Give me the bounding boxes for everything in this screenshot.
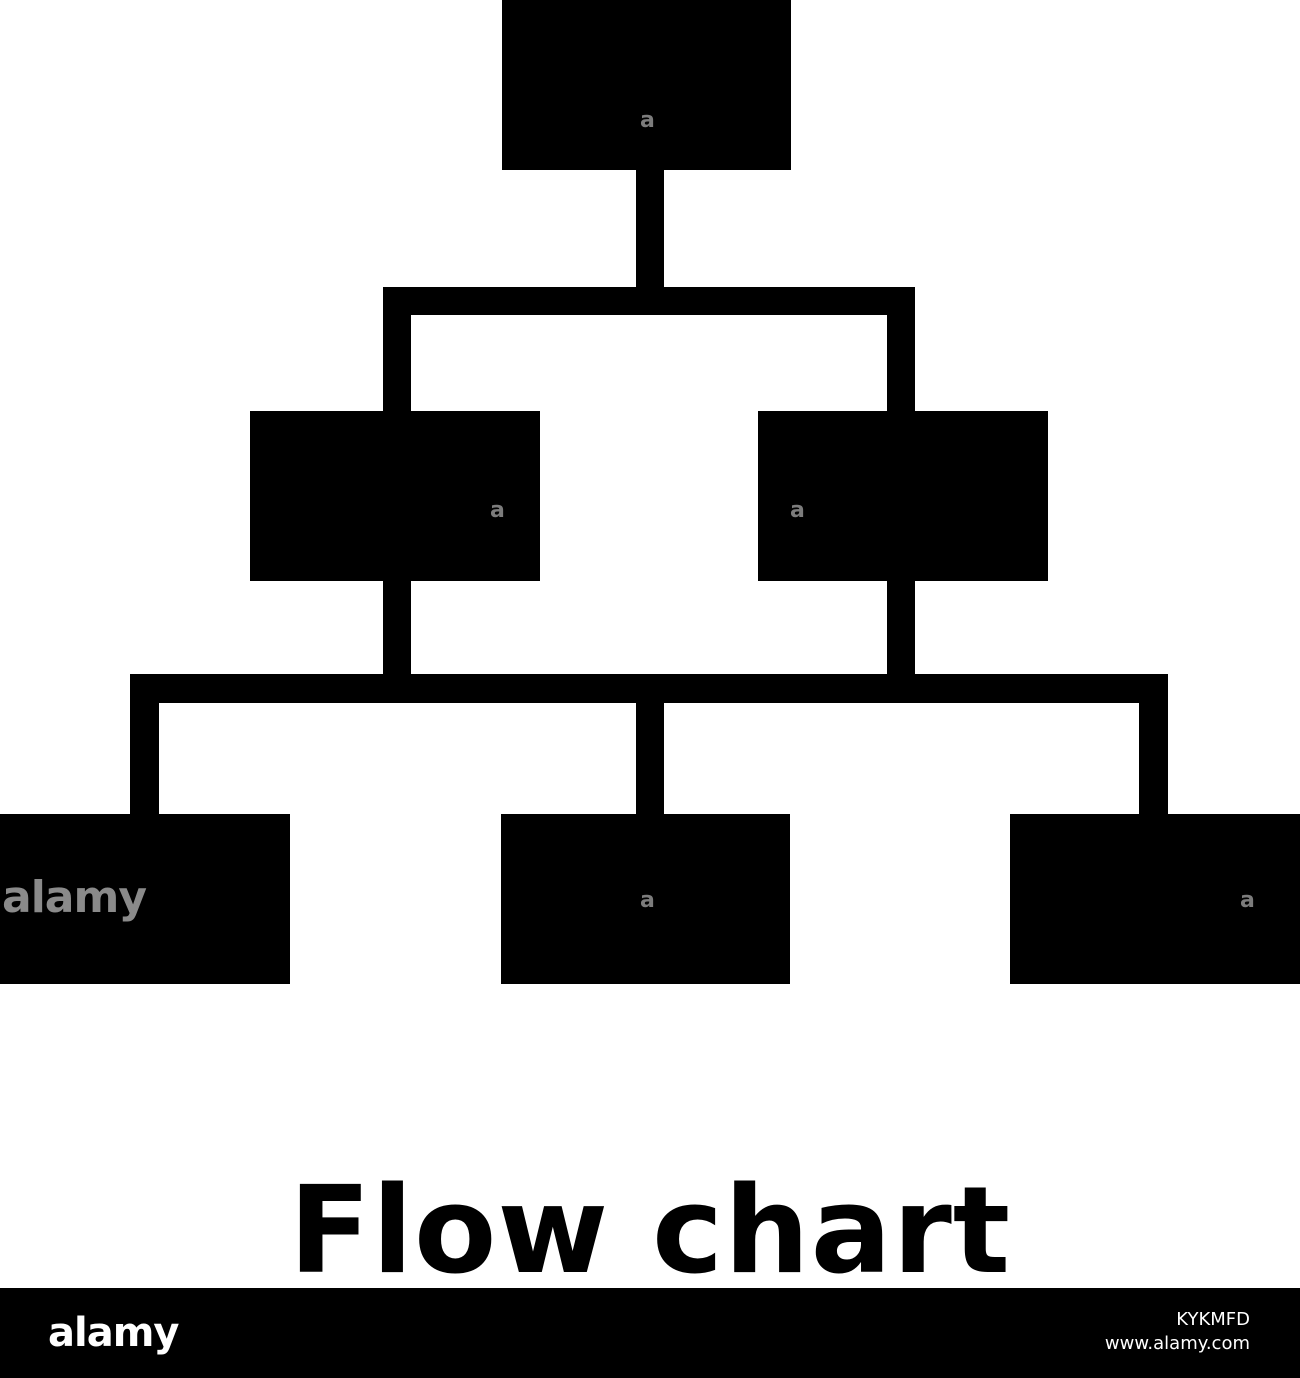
connector-level1-right-down bbox=[887, 287, 915, 413]
footer-logo: alamy bbox=[48, 1310, 179, 1356]
connector-level2-left-down bbox=[130, 674, 159, 817]
footer-url: www.alamy.com bbox=[1104, 1333, 1250, 1354]
flow-node-level2-middle bbox=[501, 814, 790, 984]
diagram-title: Flow chart bbox=[288, 1162, 1012, 1301]
connector-level2-middle-down bbox=[636, 674, 664, 817]
connector-level1-left-down bbox=[383, 287, 411, 413]
flow-node-level2-left bbox=[0, 814, 290, 984]
stock-footer-bar: alamy KYKMFD www.alamy.com bbox=[0, 1288, 1300, 1378]
flow-node-level2-right bbox=[1010, 814, 1300, 984]
footer-info: KYKMFD www.alamy.com bbox=[1105, 1308, 1250, 1356]
connector-root-down bbox=[636, 168, 664, 290]
flow-node-level1-left bbox=[250, 411, 540, 581]
footer-image-id: KYKMFD bbox=[1176, 1309, 1250, 1330]
connector-left-node-down bbox=[383, 578, 411, 678]
connector-level1-bar-top bbox=[383, 287, 915, 315]
flow-node-level1-right bbox=[758, 411, 1048, 581]
connector-level2-right-down bbox=[1139, 674, 1168, 817]
connector-right-node-down bbox=[887, 578, 915, 678]
flow-node-root bbox=[502, 0, 791, 170]
